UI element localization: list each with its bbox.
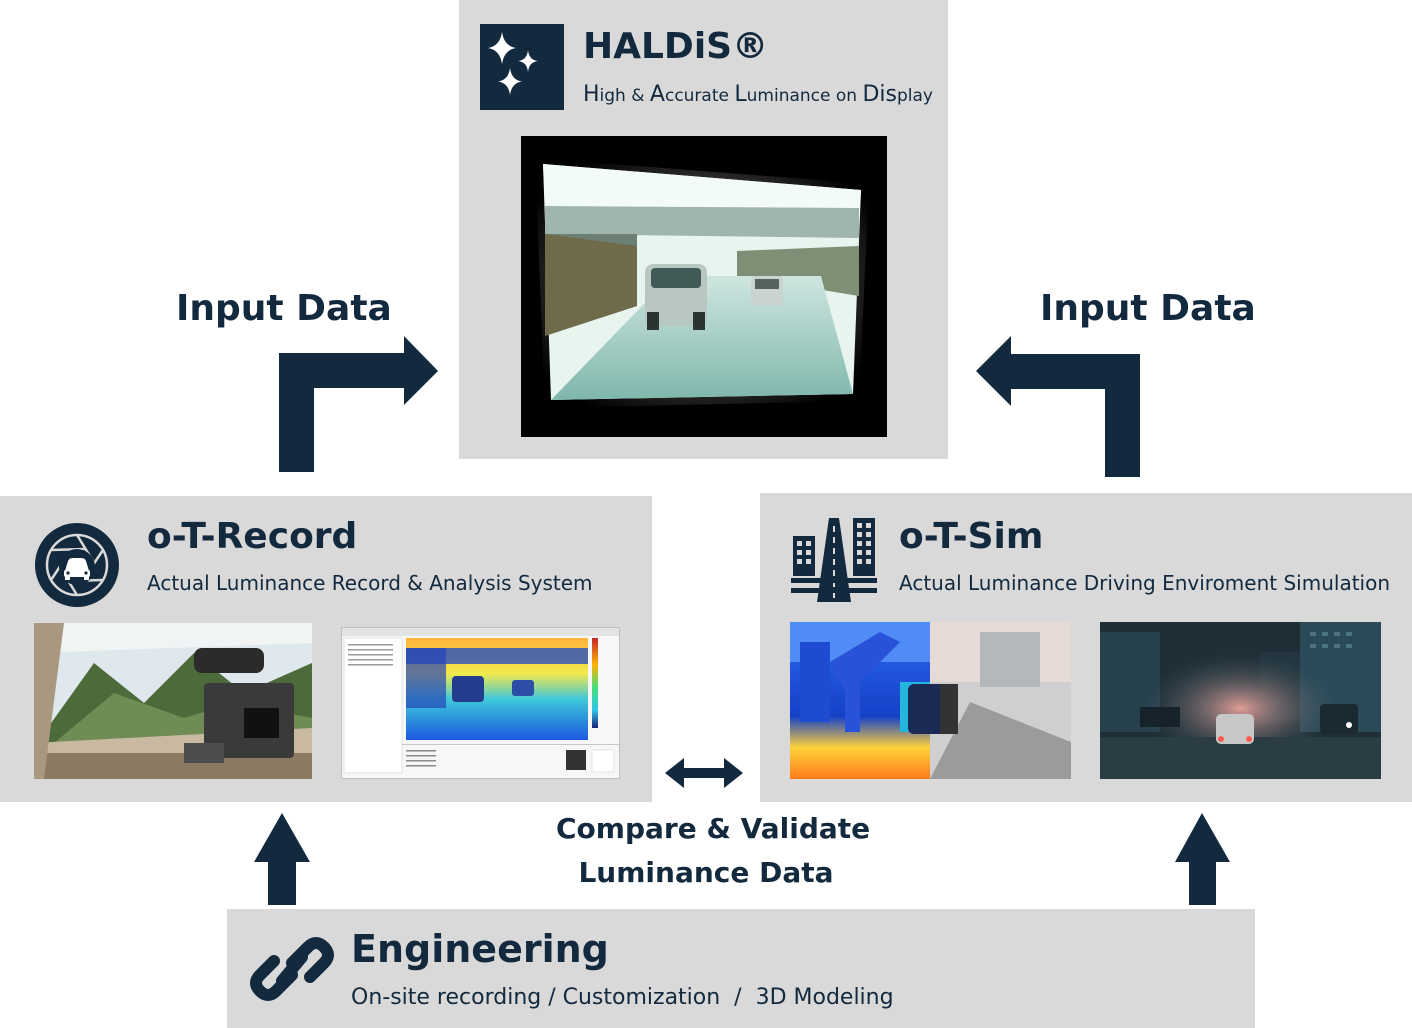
city-road-icon [789,514,879,604]
haldis-subtitle-part: ccurate [664,86,735,106]
record-title: o-T-Record [147,516,358,557]
haldis-subtitle-part: igh & [599,86,650,106]
haldis-subtitle-part: play [896,86,933,106]
haldis-title: HALDiS® [583,26,769,67]
haldis-subtitle-part: A [649,82,665,107]
haldis-subtitle: High & Accurate Luminance on Display [583,82,933,107]
input-data-right-label: Input Data [1040,288,1256,329]
up-arrow-right [1175,813,1230,905]
camera-aperture-car-icon [33,521,121,609]
haldis-subtitle-part: L [734,82,747,107]
sim-subtitle: Actual Luminance Driving Enviroment Simu… [899,571,1391,595]
input-arrow-left [279,336,438,472]
haldis-subtitle-part: Dis [862,82,897,107]
sparkles-icon [480,24,564,110]
compare-label-line2: Luminance Data [578,856,834,889]
sim-heatmap-split-image [790,622,1071,779]
compare-double-arrow [665,758,743,788]
record-analysis-software-image [341,627,620,779]
up-arrow-left [254,813,310,905]
engineering-panel [227,909,1255,1028]
record-car-interior-image [34,623,312,779]
input-data-left-label: Input Data [176,288,392,329]
sim-night-render-image [1100,622,1381,779]
input-arrow-right [976,336,1140,477]
haldis-display-image [521,136,887,437]
sim-title: o-T-Sim [899,516,1044,557]
engineering-title: Engineering [351,927,609,971]
haldis-subtitle-part: H [583,82,600,107]
record-subtitle: Actual Luminance Record & Analysis Syste… [147,571,593,595]
haldis-subtitle-part: uminance on [746,86,863,106]
engineering-subtitle: On-site recording / Customization / 3D M… [351,985,894,1010]
compare-label-line1: Compare & Validate [556,812,871,845]
chain-link-icon [246,925,338,1013]
